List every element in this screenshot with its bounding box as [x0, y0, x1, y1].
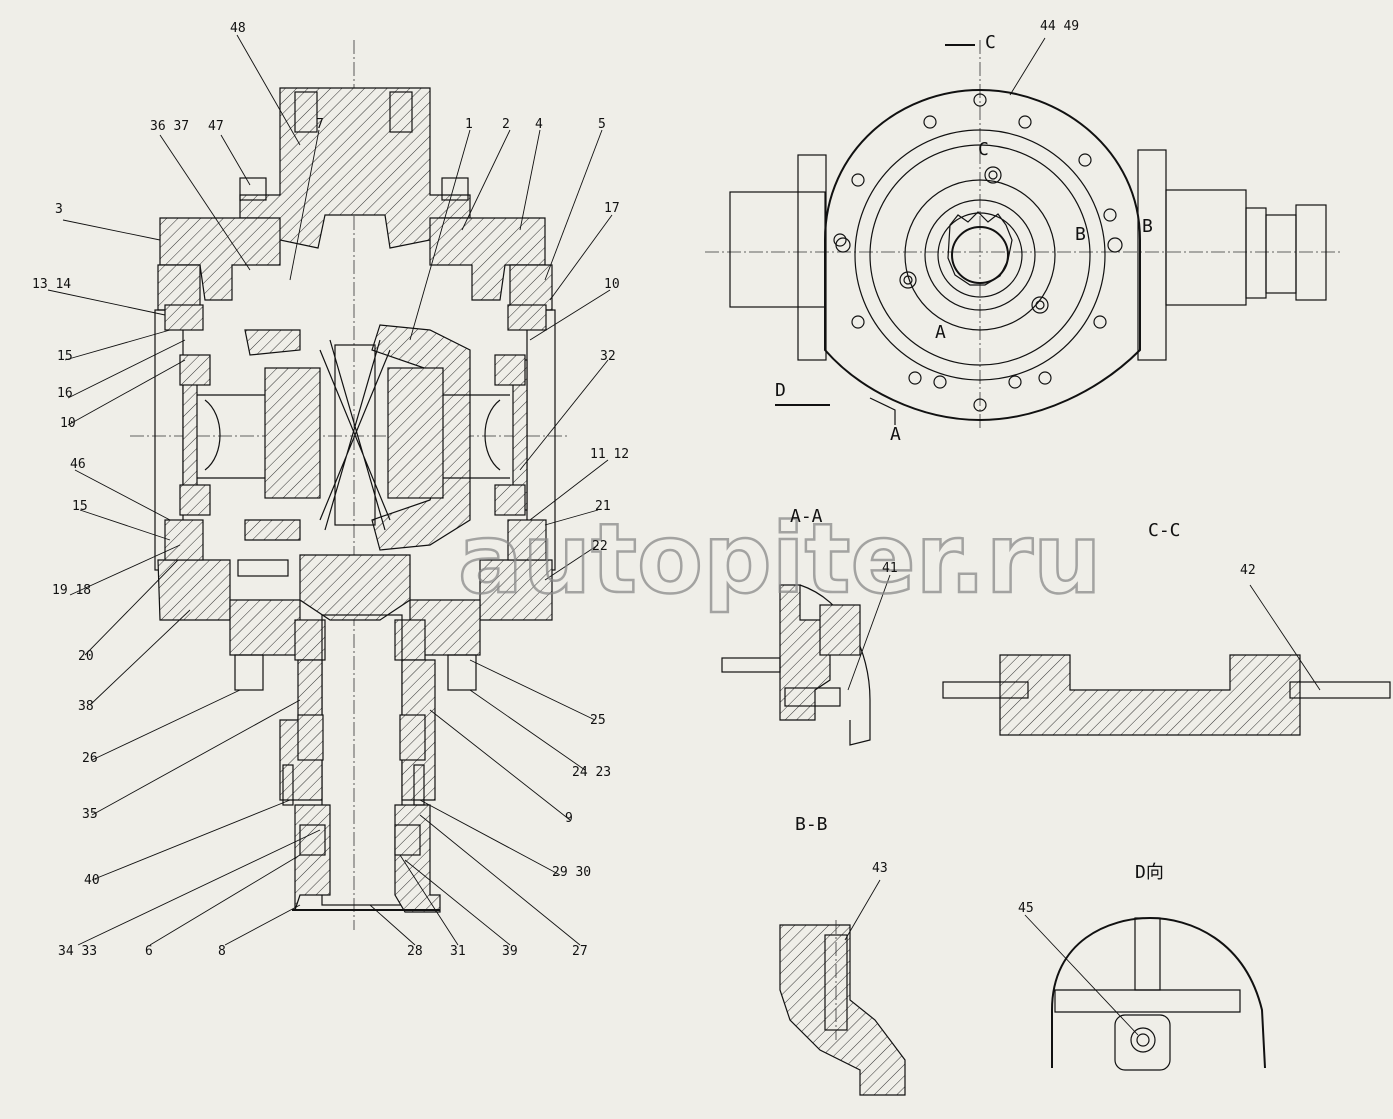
section-title: B-B [795, 814, 828, 835]
part-label: 39 [502, 944, 518, 959]
part-label: 17 [604, 201, 620, 216]
part-label: 25 [590, 713, 606, 728]
part-label: 35 [82, 807, 98, 822]
cut-letter: A [890, 424, 901, 445]
part-label: 40 [84, 873, 100, 888]
cut-letter: A [935, 322, 946, 343]
section-cc-view [942, 584, 1391, 736]
part-label: 34 33 [58, 944, 97, 959]
watermark-text: autopiter.ru [458, 503, 1101, 615]
section-title: A-A [790, 506, 823, 527]
part-label: 32 [600, 349, 616, 364]
cut-letter: D [775, 380, 786, 401]
part-label: 15 [72, 499, 88, 514]
part-label: 3 [55, 202, 63, 217]
part-labels: 48 36 37 47 7 1 2 4 5 17 10 3 13 14 15 1… [32, 19, 1256, 959]
part-label: 27 [572, 944, 588, 959]
part-label: 19 18 [52, 583, 91, 598]
part-label: 2 [502, 117, 510, 132]
part-label: 8 [218, 944, 226, 959]
part-label: 5 [598, 117, 606, 132]
part-label: 31 [450, 944, 466, 959]
part-label: 10 [60, 416, 76, 431]
part-label: 16 [57, 386, 73, 401]
part-label: 47 [208, 119, 224, 134]
part-label: 22 [592, 539, 608, 554]
part-label: 11 12 [590, 447, 629, 462]
part-label: 4 [535, 117, 543, 132]
section-title: C-C [1148, 520, 1181, 541]
part-label: 43 [872, 861, 888, 876]
cut-letter: B [1142, 216, 1153, 237]
bolt-holes [833, 93, 1123, 412]
part-label: 21 [595, 499, 611, 514]
part-label: 46 [70, 457, 86, 472]
part-label: 28 [407, 944, 423, 959]
section-title: D向 [1135, 862, 1164, 883]
part-label: 20 [78, 649, 94, 664]
main-section-view [47, 34, 613, 946]
part-label: 44 49 [1040, 19, 1079, 34]
part-label: 13 14 [32, 277, 71, 292]
section-bb-view [779, 879, 906, 1096]
end-view [705, 37, 1340, 430]
part-label: 45 [1018, 901, 1034, 916]
section-aa-view [721, 574, 891, 746]
part-label: 42 [1240, 563, 1256, 578]
view-labels: A-A C-C B-B D向 C C B B A A D [775, 32, 1181, 883]
part-label: 6 [145, 944, 153, 959]
part-label: 1 [465, 117, 473, 132]
cut-letter: B [1075, 224, 1086, 245]
part-label: 9 [565, 811, 573, 826]
part-label: 48 [230, 21, 246, 36]
part-label: 7 [316, 117, 324, 132]
part-label: 41 [882, 561, 898, 576]
part-label: 26 [82, 751, 98, 766]
part-label: 29 30 [552, 865, 591, 880]
part-label: 38 [78, 699, 94, 714]
part-label: 15 [57, 349, 73, 364]
part-label: 36 37 [150, 119, 189, 134]
cut-letter: C [978, 139, 989, 160]
view-d [1024, 914, 1266, 1071]
part-label: 10 [604, 277, 620, 292]
part-label: 24 23 [572, 765, 611, 780]
cut-letter: C [985, 32, 996, 53]
